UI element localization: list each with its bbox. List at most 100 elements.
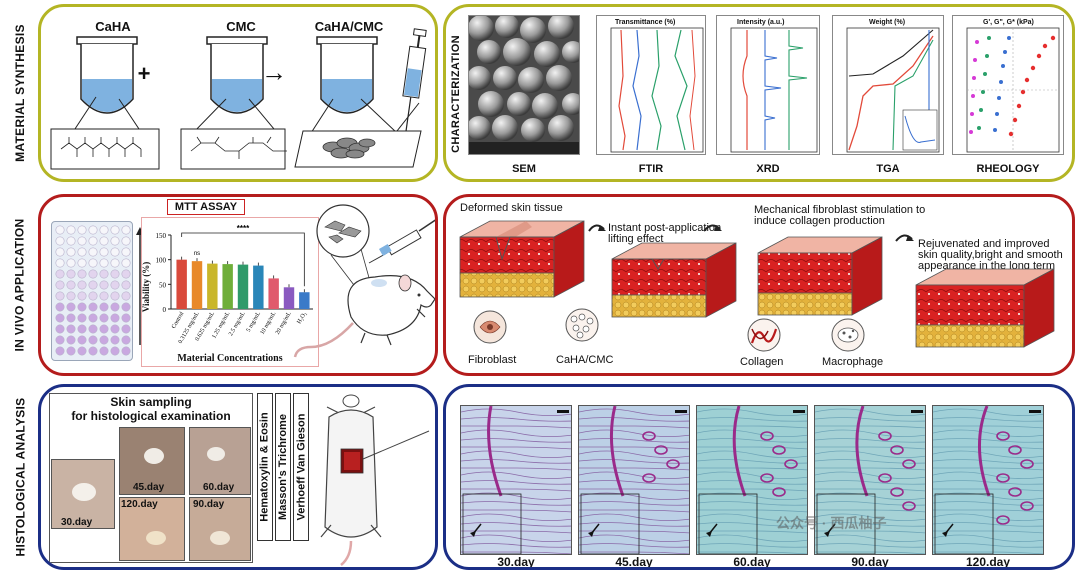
collagen-icon	[747, 318, 781, 352]
well	[121, 324, 131, 334]
stain-vvg: Verhoeff Van Gieson	[293, 393, 309, 541]
well	[110, 346, 120, 356]
tga-curves	[846, 27, 940, 153]
well	[66, 302, 76, 312]
well	[77, 225, 87, 235]
histo-caption-30: 30.day	[497, 555, 535, 569]
histology-slide-5	[932, 405, 1044, 555]
well	[66, 291, 76, 301]
step-lifting: Instant post-application lifting effect	[608, 222, 722, 245]
stain-masson-label: Masson's Trichrome	[277, 414, 289, 520]
step-stimulation: Mechanical fibroblast stimulation to ind…	[754, 204, 926, 227]
xrd-chart: Intensity (a.u.)	[716, 15, 820, 155]
mtt-ylabel-box: Viability (%)	[139, 257, 153, 317]
ftir-chart: Transmittance (%)	[596, 15, 706, 155]
well	[121, 225, 131, 235]
well	[99, 236, 109, 246]
mouse-injection-illustration	[293, 204, 435, 358]
well	[99, 313, 109, 323]
well	[77, 247, 87, 257]
row-label-box: IN VIVO APPLICATION	[2, 194, 38, 376]
sample-caption-60: 60.day	[203, 482, 235, 493]
legend-collagen: Collagen	[740, 356, 784, 368]
bar-8	[299, 292, 310, 309]
mtt-xlabel: Material Concentrations	[177, 353, 283, 364]
row-label: IN VIVO APPLICATION	[13, 218, 28, 352]
rheology-points	[966, 27, 1060, 153]
histology-slides	[446, 387, 1072, 567]
well	[55, 335, 65, 345]
bar-2	[207, 263, 218, 309]
stain-he-label: Hematoxylin & Eosin	[259, 412, 272, 522]
well	[121, 269, 131, 279]
well	[121, 236, 131, 246]
well	[77, 236, 87, 246]
arrow-sign: →	[261, 57, 287, 87]
bar-5	[253, 265, 264, 309]
well	[121, 302, 131, 312]
well	[99, 346, 109, 356]
well	[77, 302, 87, 312]
well	[55, 236, 65, 246]
histology-panel: 30.day 45.day 60.day 90.day 120.day 公众号 …	[443, 384, 1075, 570]
rat-dorsal-illustration	[320, 394, 430, 566]
ftir-axis-label: Transmittance (%)	[615, 19, 676, 26]
tube-label-cmc: CMC	[226, 19, 256, 34]
well	[77, 324, 87, 334]
sampling-panel: Skin sampling for histological examinati…	[38, 384, 438, 570]
rheology-axis-label: G', G", G* (kPa)	[983, 19, 1034, 26]
xrd-axis-label: Intensity (a.u.)	[737, 19, 785, 26]
rheology-chart: G', G", G* (kPa)	[952, 15, 1064, 155]
well	[55, 291, 65, 301]
well	[110, 313, 120, 323]
histology-slide-3	[696, 405, 808, 555]
x-tick-label: H₂O₂	[296, 311, 308, 325]
well	[121, 346, 131, 356]
well	[99, 324, 109, 334]
well	[66, 280, 76, 290]
ftir-curves	[610, 27, 704, 153]
row-material-synthesis: MATERIAL SYNTHESIS CaHA CMC CaHA/CMC + →	[0, 0, 1080, 186]
char-label-box: CHARACTERIZATION	[446, 9, 466, 179]
bar-7	[283, 287, 295, 309]
well	[77, 280, 87, 290]
well	[55, 313, 65, 323]
well	[99, 280, 109, 290]
well	[88, 269, 98, 279]
skin-block-3	[757, 236, 883, 316]
well	[121, 258, 131, 268]
histology-slide-1	[460, 405, 572, 555]
sample-caption-45: 45.day	[133, 482, 165, 493]
sem-microspheres	[469, 16, 579, 154]
bar-1	[191, 261, 203, 309]
bar-4	[237, 264, 249, 309]
well	[66, 258, 76, 268]
well	[55, 280, 65, 290]
well	[77, 313, 87, 323]
row-label: MATERIAL SYNTHESIS	[13, 24, 28, 162]
well	[77, 258, 87, 268]
well	[110, 291, 120, 301]
well	[99, 335, 109, 345]
significance-bracket	[181, 232, 305, 287]
y-tick-label: 150	[156, 232, 167, 240]
y-tick-label: 50	[159, 281, 167, 289]
syringe-icon	[368, 219, 435, 264]
well	[66, 269, 76, 279]
row-label-box: HISTOLOGICAL ANALYSIS	[2, 384, 38, 570]
well	[110, 324, 120, 334]
well-plate-wells	[55, 225, 131, 356]
well	[66, 324, 76, 334]
histology-slide-4	[814, 405, 926, 555]
legend-caha-cmc: CaHA/CMC	[556, 354, 614, 366]
sample-photo-90	[189, 497, 251, 561]
well	[55, 346, 65, 356]
tube-label-caha-cmc: CaHA/CMC	[314, 19, 384, 34]
characterization-panel: CHARACTERIZATION	[443, 4, 1075, 182]
tga-chart: Weight (%)	[832, 15, 944, 155]
well	[55, 302, 65, 312]
x-tick-label: 5 mg/mL	[246, 311, 262, 333]
histo-caption-45: 45.day	[615, 555, 653, 569]
well	[88, 247, 98, 257]
well	[121, 280, 131, 290]
